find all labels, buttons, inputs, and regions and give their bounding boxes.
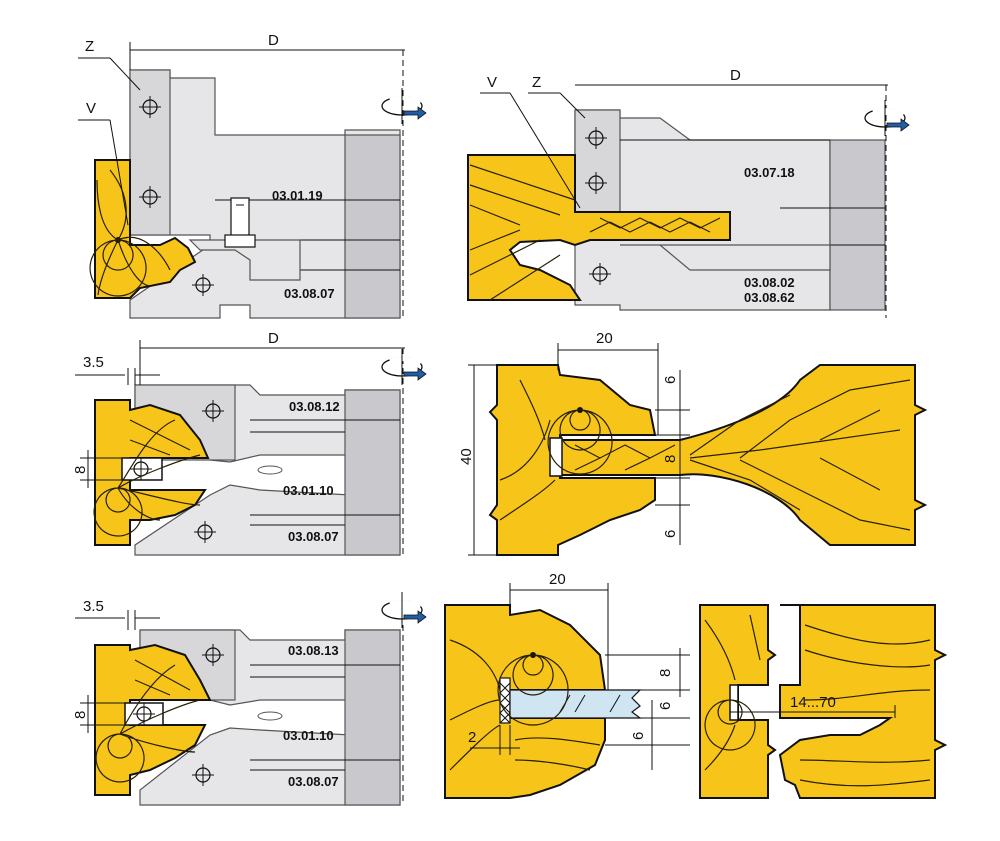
dim-8-d: 8 — [657, 669, 674, 677]
dim-6-c: 6 — [657, 702, 674, 710]
panel-5-tool — [94, 629, 401, 806]
dim-14-70: 14...70 — [790, 694, 836, 711]
dim-8-b: 8 — [662, 455, 679, 463]
panel-1-tool — [89, 69, 401, 319]
dim-2: 2 — [468, 729, 476, 746]
dim-d-3: D — [268, 330, 279, 347]
panel-6-labels: 20 8 6 6 2 — [468, 571, 690, 770]
dim-8-c: 8 — [72, 711, 89, 719]
dim-3-5-b: 3.5 — [83, 598, 104, 615]
dim-20-b: 20 — [549, 571, 566, 588]
rotation-arrow-icon — [380, 347, 428, 387]
code-030110-a: 03.01.10 — [283, 483, 334, 498]
dim-d-2: D — [730, 67, 741, 84]
code-030812: 03.08.12 — [289, 399, 340, 414]
code-030110-b: 03.01.10 — [283, 728, 334, 743]
rotation-arrow-icon — [380, 590, 428, 630]
code-030119: 03.01.19 — [272, 188, 323, 203]
code-030862: 03.08.62 — [744, 290, 795, 305]
panel-6-glazing — [444, 604, 642, 799]
panel-2-tool — [467, 109, 886, 311]
panel-1-labels: D Z V 03.01.19 03.08.07 — [78, 32, 428, 320]
panel-3-labels: D 3.5 8 03.08.12 03.01.10 03.08.07 — [72, 330, 428, 555]
code-030807-a: 03.08.07 — [284, 286, 335, 301]
dim-40: 40 — [458, 448, 475, 465]
code-030807-b: 03.08.07 — [288, 529, 339, 544]
label-z-2: Z — [532, 74, 541, 91]
code-030807-c: 03.08.07 — [288, 774, 339, 789]
dim-6-d: 6 — [630, 732, 647, 740]
code-030813: 03.08.13 — [288, 643, 339, 658]
panel-7-labels: 14...70 — [730, 694, 896, 718]
code-030718: 03.07.18 — [744, 165, 795, 180]
panel-7-groove — [699, 604, 948, 799]
label-v-1: V — [86, 100, 96, 117]
dim-6-a: 6 — [662, 376, 679, 384]
label-z-1: Z — [85, 38, 94, 55]
dim-d-1: D — [268, 32, 279, 49]
panel-2-labels: D V Z 03.07.18 03.08.02 03.08.62 — [480, 67, 911, 318]
dim-6-b: 6 — [662, 530, 679, 538]
rotation-arrow-icon — [863, 98, 911, 138]
panel-5-labels: 3.5 8 03.08.13 03.01.10 03.08.07 — [72, 590, 428, 805]
label-v-2: V — [487, 74, 497, 91]
dim-20-a: 20 — [596, 330, 613, 347]
dim-3-5-a: 3.5 — [83, 354, 104, 371]
dim-8-a: 8 — [72, 466, 89, 474]
rotation-arrow-icon — [380, 86, 428, 126]
panel-3-tool — [93, 384, 401, 556]
code-030802: 03.08.02 — [744, 275, 795, 290]
panel-4-labels: 20 40 6 8 6 — [458, 330, 690, 556]
panel-4-joint — [488, 364, 928, 556]
